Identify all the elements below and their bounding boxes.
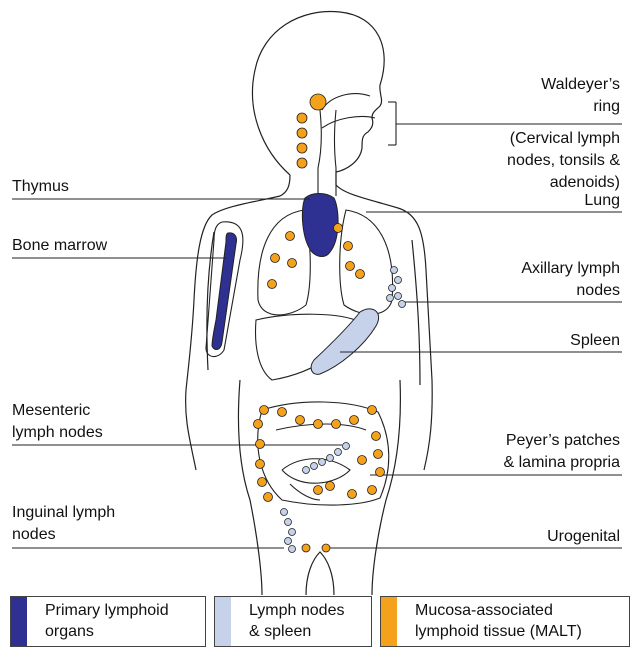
legend-secondary-line1: Lymph nodes xyxy=(249,600,344,621)
label-axillary-line1: Axillary lymph xyxy=(521,258,620,280)
malt-node xyxy=(296,416,305,425)
malt-node xyxy=(350,416,359,425)
label-urogenital: Urogenital xyxy=(547,526,620,548)
malt-node xyxy=(348,490,357,499)
inguinal-node xyxy=(289,529,296,536)
malt-node xyxy=(346,262,355,271)
label-waldeyer: Waldeyer’s ring xyxy=(541,74,620,118)
malt-node xyxy=(260,406,269,415)
legend-swatch-primary xyxy=(11,597,27,646)
malt-node xyxy=(278,408,287,417)
malt-node xyxy=(372,432,381,441)
bone-marrow-organ xyxy=(212,233,237,350)
malt-node xyxy=(358,456,367,465)
legend-primary: Primary lymphoid organs xyxy=(10,596,206,647)
inguinal-node xyxy=(289,546,296,553)
legend-swatch-malt xyxy=(381,597,397,646)
malt-node xyxy=(376,468,385,477)
malt-node xyxy=(314,486,323,495)
malt-node xyxy=(374,450,383,459)
label-inguinal-line2: nodes xyxy=(12,524,115,546)
label-peyers-line2: & lamina propria xyxy=(504,452,621,474)
malt-node xyxy=(297,143,307,153)
mesenteric-node xyxy=(335,449,342,456)
malt-node xyxy=(286,232,295,241)
malt-node xyxy=(368,406,377,415)
legend-malt-line1: Mucosa-associated xyxy=(415,600,582,621)
label-waldeyer-line2: ring xyxy=(541,96,620,118)
axillary-node xyxy=(399,301,406,308)
internal-outlines xyxy=(256,94,393,505)
legend-malt-line2: lymphoid tissue (MALT) xyxy=(415,621,582,642)
legend-swatch-secondary xyxy=(215,597,231,646)
urogenital-node xyxy=(322,544,330,552)
label-thymus: Thymus xyxy=(12,176,69,198)
malt-node xyxy=(258,478,267,487)
axillary-node xyxy=(391,267,398,274)
malt-node xyxy=(256,440,265,449)
label-mesenteric-line2: lymph nodes xyxy=(12,422,103,444)
malt-node xyxy=(368,486,377,495)
malt-node xyxy=(314,420,323,429)
malt-node xyxy=(288,259,297,268)
axillary-node xyxy=(395,293,402,300)
label-bone-marrow: Bone marrow xyxy=(12,235,107,257)
legend-secondary: Lymph nodes & spleen xyxy=(214,596,372,647)
label-waldeyer-note-line2: nodes, tonsils & xyxy=(507,150,620,172)
inguinal-node xyxy=(285,538,292,545)
malt-node xyxy=(271,254,280,263)
malt-node xyxy=(326,482,335,491)
spleen-organ xyxy=(311,309,378,374)
axillary-node xyxy=(389,285,396,292)
legend-secondary-line2: & spleen xyxy=(249,621,344,642)
legend-primary-line1: Primary lymphoid xyxy=(45,600,169,621)
malt-node xyxy=(297,158,307,168)
label-axillary-line2: nodes xyxy=(521,280,620,302)
label-waldeyer-note: (Cervical lymph nodes, tonsils & adenoid… xyxy=(507,128,620,194)
label-inguinal: Inguinal lymph nodes xyxy=(12,502,115,546)
malt-node xyxy=(268,280,277,289)
inguinal-node xyxy=(285,519,292,526)
tonsil-node xyxy=(310,94,326,110)
malt-node xyxy=(344,242,353,251)
label-waldeyer-note-line1: (Cervical lymph xyxy=(507,128,620,150)
axillary-node xyxy=(395,277,402,284)
malt-node xyxy=(264,493,273,502)
label-lung: Lung xyxy=(584,190,620,212)
malt-node xyxy=(332,420,341,429)
label-waldeyer-line1: Waldeyer’s xyxy=(541,74,620,96)
legend-primary-line2: organs xyxy=(45,621,169,642)
label-mesenteric-line1: Mesenteric xyxy=(12,400,103,422)
label-peyers: Peyer’s patches & lamina propria xyxy=(504,430,621,474)
inguinal-node xyxy=(281,509,288,516)
malt-node xyxy=(256,460,265,469)
malt-node xyxy=(356,270,365,279)
malt-node xyxy=(334,224,343,233)
label-spleen: Spleen xyxy=(570,330,620,352)
label-axillary: Axillary lymph nodes xyxy=(521,258,620,302)
label-inguinal-line1: Inguinal lymph xyxy=(12,502,115,524)
mesenteric-node xyxy=(319,459,326,466)
mesenteric-node xyxy=(303,467,310,474)
mesenteric-node xyxy=(327,455,334,462)
thymus-organ xyxy=(302,194,338,257)
urogenital-node xyxy=(302,544,310,552)
malt-node xyxy=(297,113,307,123)
label-peyers-line1: Peyer’s patches xyxy=(504,430,621,452)
malt-node xyxy=(297,128,307,138)
mesenteric-node xyxy=(343,443,350,450)
label-mesenteric: Mesenteric lymph nodes xyxy=(12,400,103,444)
axillary-node xyxy=(387,295,394,302)
malt-node xyxy=(254,420,263,429)
legend-malt: Mucosa-associated lymphoid tissue (MALT) xyxy=(380,596,630,647)
mesenteric-node xyxy=(311,463,318,470)
